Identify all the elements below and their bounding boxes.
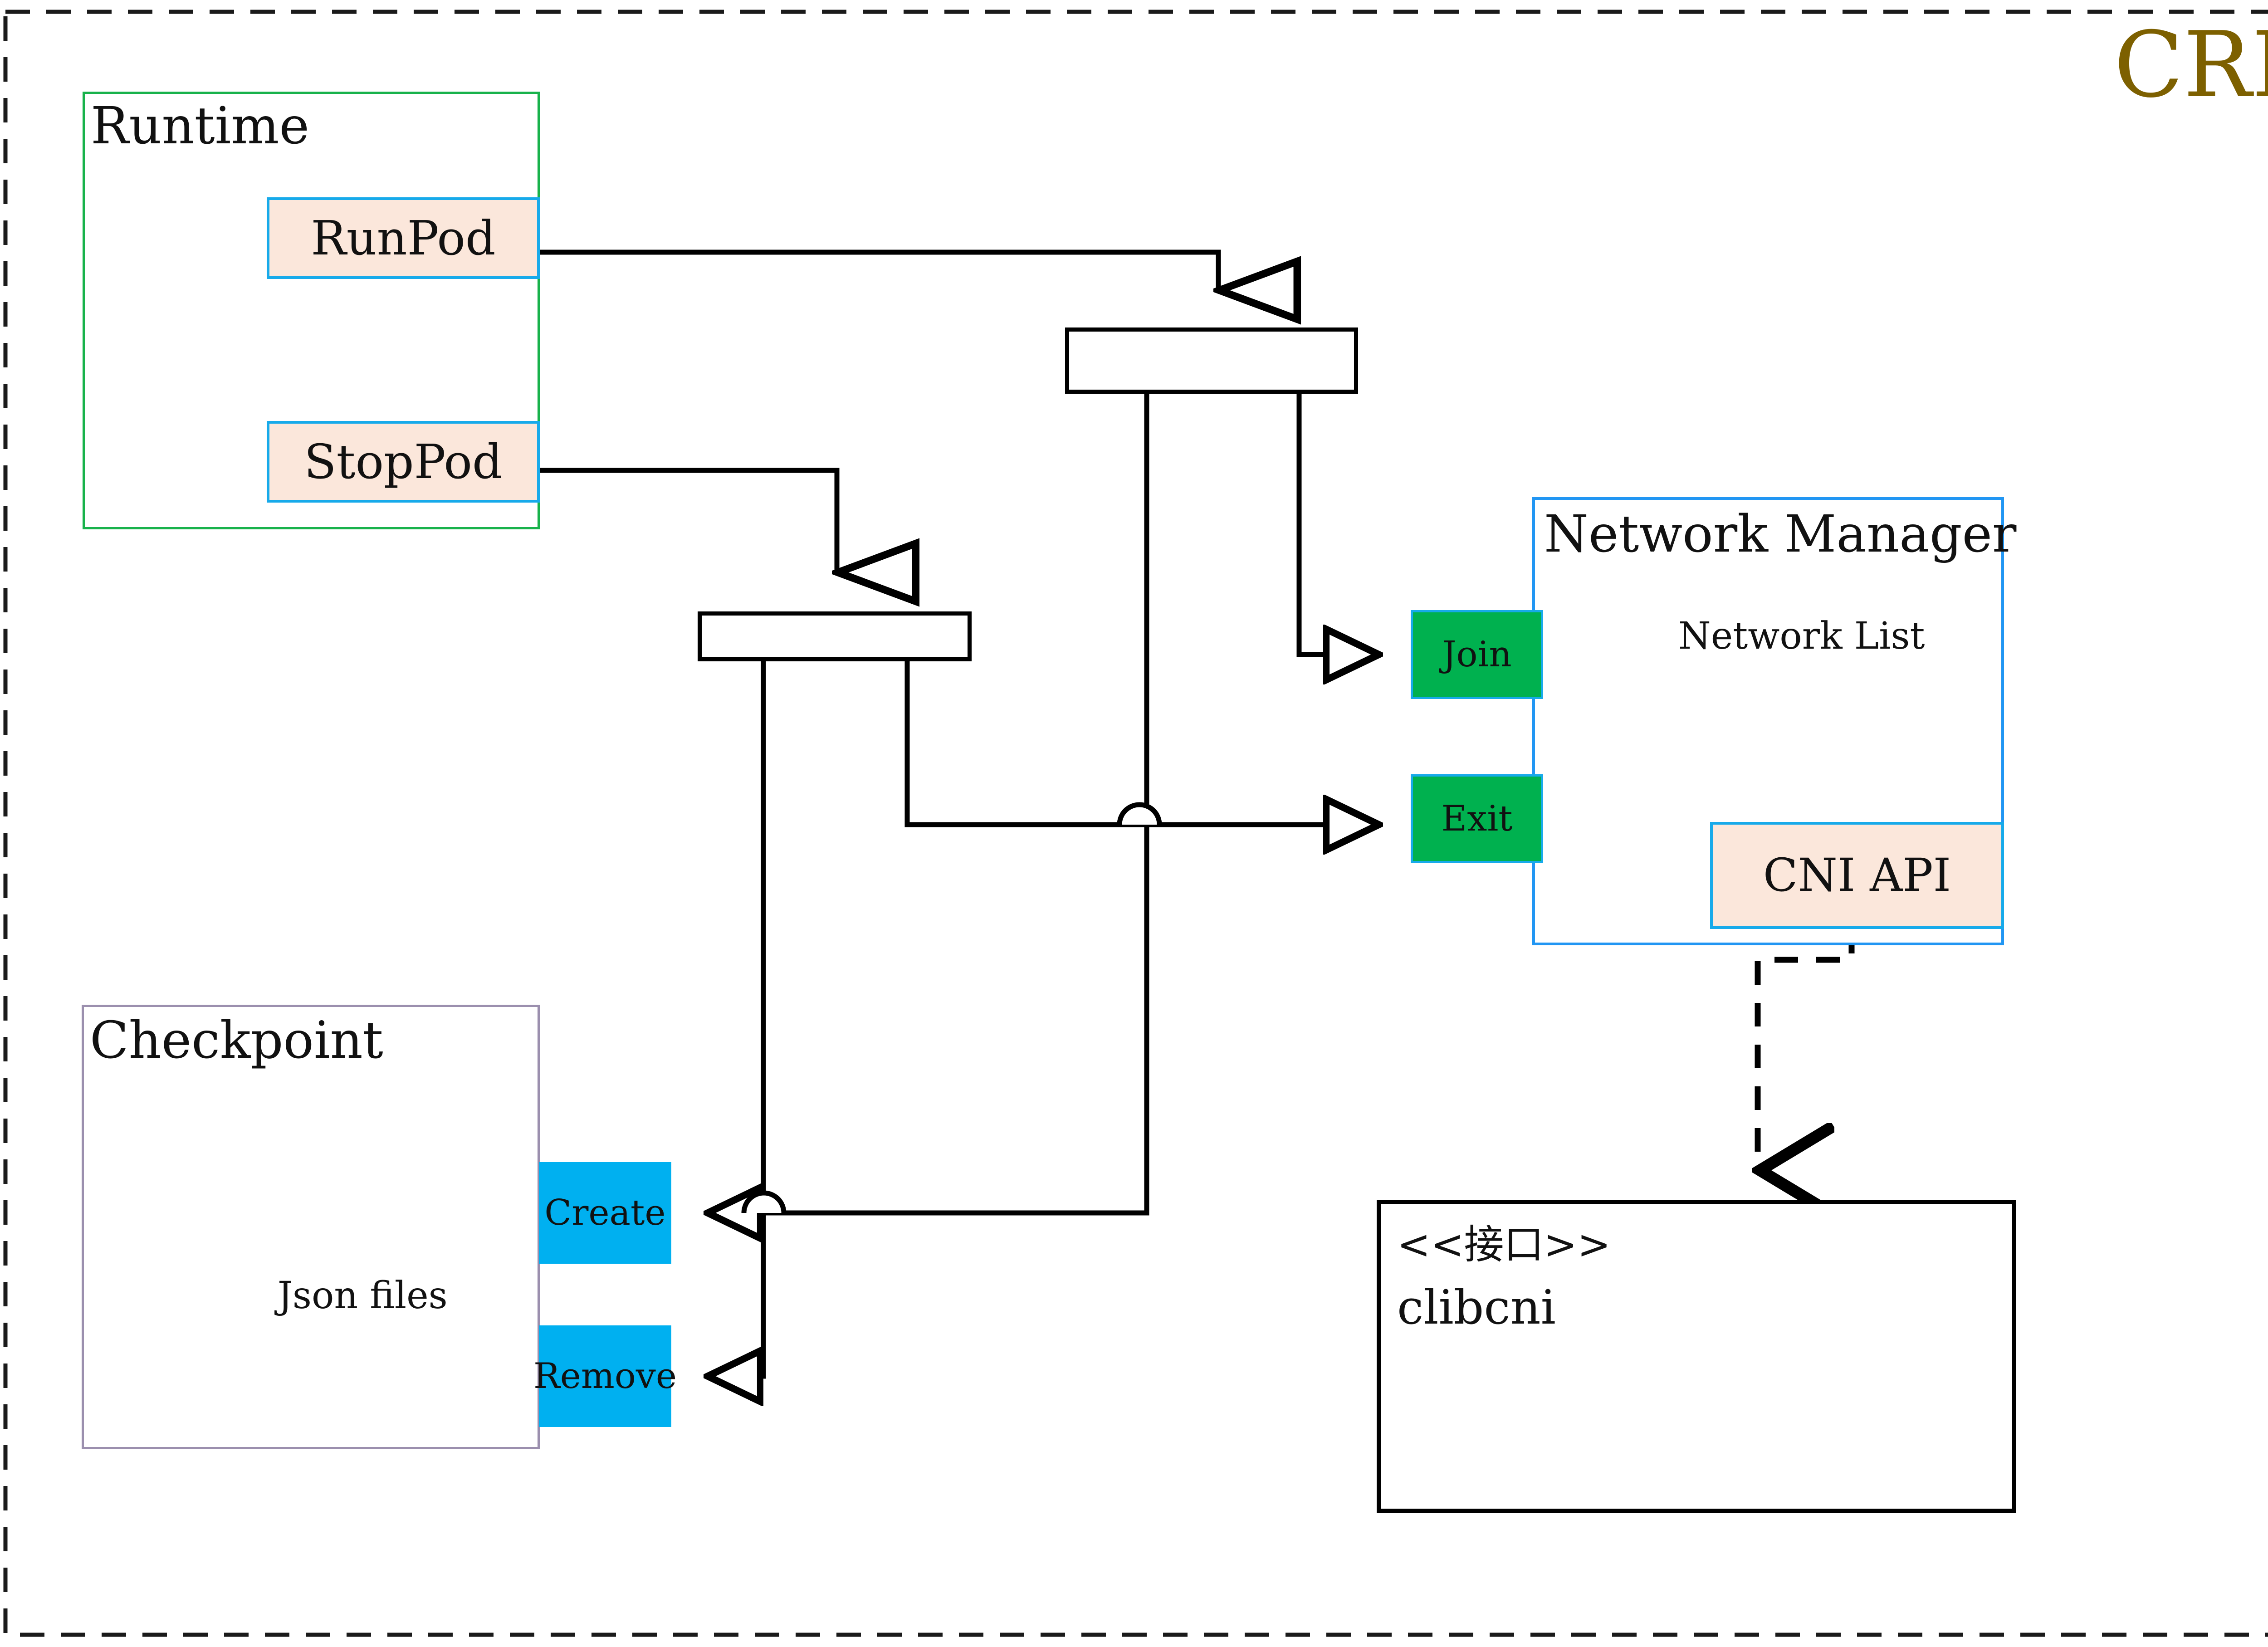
checkpoint-title: Checkpoint [90, 1011, 383, 1070]
diagram-outer-frame [3, 10, 2268, 1637]
edge-stoppod-to-fork [540, 468, 837, 572]
checkpoint-container [82, 1005, 540, 1449]
edge-runpod-to-fork [540, 249, 1218, 290]
clibcni-stereotype: <<接口>> [1397, 1221, 1611, 1268]
network-manager-title: Network Manager [1544, 505, 2017, 564]
remove-label: Remove [533, 1356, 677, 1397]
cni-api-node[interactable]: CNI API [1710, 822, 2004, 929]
line-hop-create-crossing [741, 1190, 787, 1213]
clibcni-interface-box: -add_network_list -del_network_list [1377, 1200, 2016, 1513]
checkpoint-remove-node[interactable]: Remove [533, 1325, 677, 1427]
edge-cniapi-to-clibcni [1758, 930, 1855, 1170]
edge-fork-run-left-to-create [708, 394, 1149, 1213]
stoppod-node[interactable]: StopPod [267, 421, 540, 503]
exit-label: Exit [1441, 798, 1513, 839]
cni-api-label: CNI API [1763, 849, 1951, 902]
create-label: Create [544, 1192, 666, 1233]
runpod-label: RunPod [311, 210, 496, 266]
edge-fork-stop-right-to-exit [904, 661, 1379, 825]
edge-fork-stop-left-to-remove [708, 661, 766, 1376]
fork-runpod-junction [1065, 327, 1358, 394]
network-list-label: Network List [1678, 615, 1925, 658]
join-label: Join [1442, 634, 1512, 675]
runtime-title: Runtime [91, 97, 309, 156]
checkpoint-create-node[interactable]: Create [539, 1162, 671, 1264]
runpod-node[interactable]: RunPod [267, 197, 540, 279]
clibcni-name: clibcni [1397, 1280, 1556, 1335]
page-title: CRI [2114, 12, 2268, 118]
stoppod-label: StopPod [304, 434, 503, 489]
line-hop-exit-crossing [1117, 802, 1162, 825]
network-port-exit[interactable]: Exit [1411, 774, 1543, 863]
network-port-join[interactable]: Join [1411, 610, 1543, 699]
edge-fork-run-right-to-join [1296, 394, 1379, 655]
fork-stoppod-junction [698, 611, 972, 661]
json-files-label: Json files [278, 1274, 448, 1317]
